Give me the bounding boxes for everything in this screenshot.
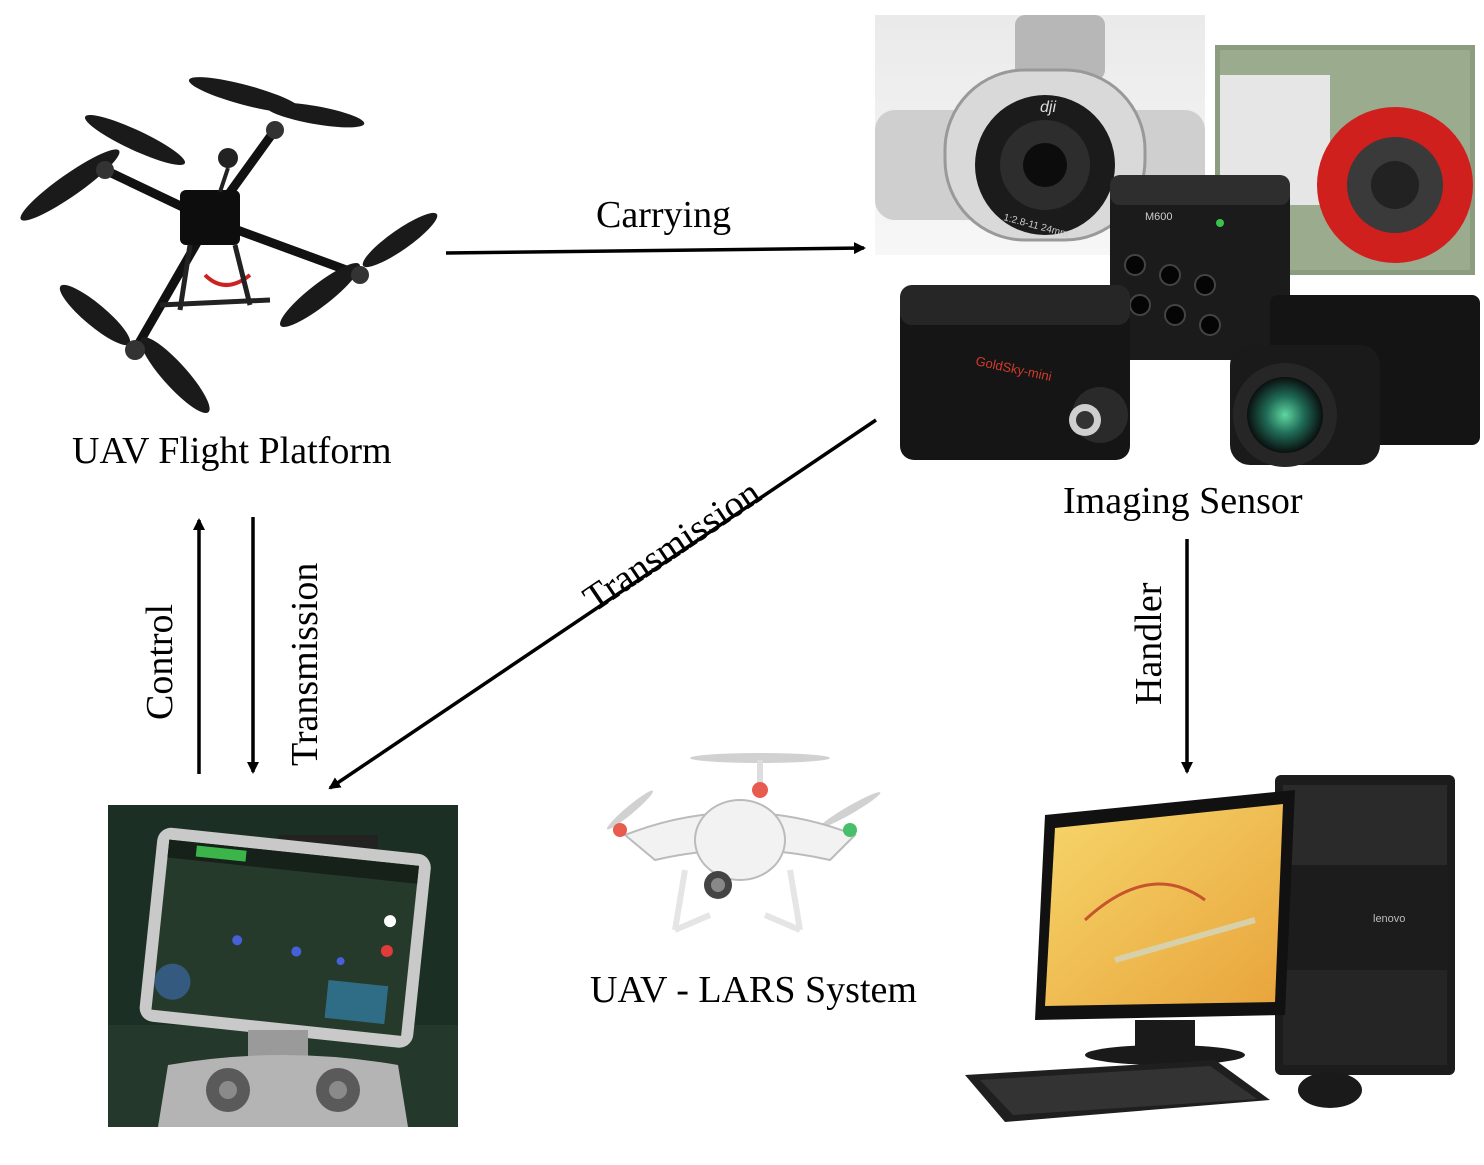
node-label-lars-system: UAV - LARS System bbox=[590, 969, 917, 1011]
node-label-flight-platform: UAV Flight Platform bbox=[72, 430, 392, 472]
controller-tablet-image bbox=[108, 805, 458, 1127]
dji-logo-text: dji bbox=[1040, 99, 1056, 116]
desktop-computer-image: lenovo bbox=[965, 775, 1455, 1122]
brand-label: lenovo bbox=[1373, 913, 1405, 925]
arrow-carrying bbox=[445, 242, 866, 255]
imaging-sensor-collage: dji 1:2.8-11 24mm M600 GoldSky-mini bbox=[875, 15, 1480, 480]
edge-label-carrying: Carrying bbox=[596, 194, 732, 236]
edge-label-control: Control bbox=[139, 603, 181, 720]
multispectral-label: M600 bbox=[1145, 211, 1173, 223]
arrow-transmission-diagonal bbox=[328, 418, 877, 790]
edge-label-handler: Handler bbox=[1128, 582, 1170, 705]
node-label-imaging-sensor: Imaging Sensor bbox=[1063, 480, 1303, 522]
edge-label-transmission-vertical: Transmission bbox=[284, 562, 326, 766]
quadcopter-image bbox=[20, 77, 438, 414]
lars-drone-image bbox=[606, 753, 881, 933]
